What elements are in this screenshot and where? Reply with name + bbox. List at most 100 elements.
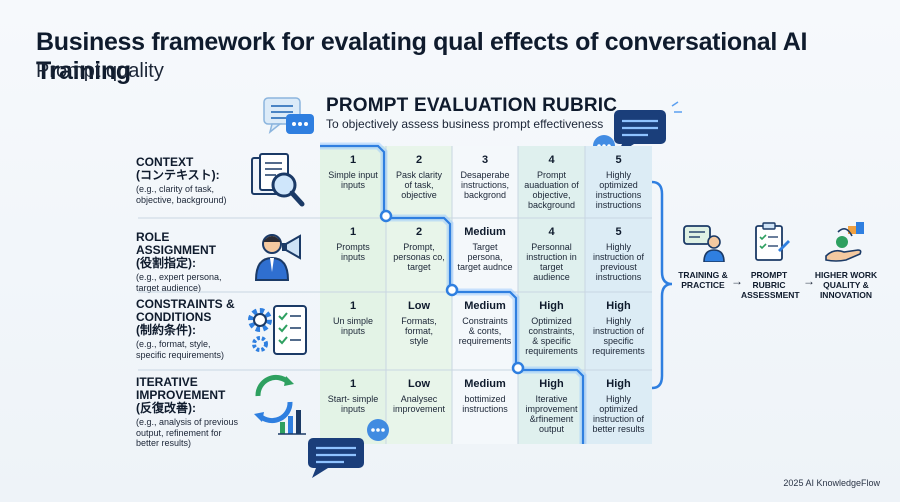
rubric-cell-description-line: instructions bbox=[595, 200, 642, 210]
rubric-cell-level: High bbox=[539, 300, 564, 312]
rubric-cell-description-line: Personnal bbox=[531, 242, 572, 252]
rubric-cell-description-line: Prompts bbox=[336, 242, 370, 252]
rubric-cell-description-line: Iterative bbox=[535, 394, 568, 404]
rubric-cell-level: 1 bbox=[349, 154, 357, 166]
rubric-cell-level: 5 bbox=[615, 226, 622, 238]
rubric-cell-description: Prompt,personas co,target bbox=[386, 242, 452, 272]
rubric-cell-description-line: better results bbox=[592, 424, 645, 434]
criterion-description-line: (e.g., clarity of task, bbox=[136, 184, 215, 194]
rubric-cell-level: 2 bbox=[415, 154, 423, 166]
grid-column-fill bbox=[386, 146, 452, 444]
rubric-cell-description-line: Highly bbox=[605, 242, 631, 252]
rubric-cell-description-line: Un simple bbox=[332, 316, 373, 326]
rubric-cell-description-line: &rfinement bbox=[529, 414, 574, 424]
criterion-description-line: specific requirements) bbox=[136, 349, 225, 360]
rubric-cell-description-line: output bbox=[538, 424, 565, 434]
rubric-cell-description-line: Constraints bbox=[462, 316, 508, 326]
rubric-cell-description-line: target audnce bbox=[457, 262, 513, 272]
hand-growth-icon bbox=[825, 222, 864, 262]
flow-step-label-line: PROMPT bbox=[750, 270, 788, 280]
criterion-title-line: CONSTRAINTS & bbox=[136, 297, 235, 311]
rubric-cell-description-line: requirements bbox=[592, 346, 645, 356]
rubric-cell-description-line: backgrond bbox=[463, 190, 507, 200]
rubric-grid-background bbox=[138, 146, 652, 444]
criterion-title-line: ROLE ASSIGNMENT bbox=[136, 230, 217, 257]
rubric-cell-level: High bbox=[539, 378, 564, 390]
criterion-title-line: (役割指定): bbox=[136, 256, 196, 270]
rubric-cell-description-line: instruction in bbox=[526, 252, 577, 262]
progress-node bbox=[445, 283, 459, 297]
rubric-cell-level: 1 bbox=[349, 300, 357, 312]
rubric-cell-description-line: Highly bbox=[605, 170, 631, 180]
rubric-cell-level: Low bbox=[408, 378, 430, 390]
flow-step-label-line: RUBRIC bbox=[752, 280, 786, 290]
progress-node bbox=[379, 209, 393, 223]
cycle-chart-icon bbox=[254, 374, 306, 435]
rubric-cell-description-line: requirements bbox=[525, 346, 578, 356]
rubric-cell-description-line: previoust bbox=[600, 262, 637, 272]
rubric-cell-description-line: Highly bbox=[605, 316, 631, 326]
trainer-icon bbox=[683, 225, 725, 262]
rubric-cell-description-line: objective, bbox=[532, 190, 571, 200]
rubric-cell-level: 1 bbox=[349, 226, 357, 238]
arrow-right-icon: → bbox=[731, 274, 743, 288]
criterion-description-line: objective, background) bbox=[136, 194, 227, 205]
criterion-title-line: CONDITIONS bbox=[136, 310, 212, 324]
arrow-right-icon: → bbox=[803, 274, 815, 288]
criterion-description: (e.g., clarity of task,objective, backgr… bbox=[136, 184, 248, 205]
rubric-cell-description-line: improvement bbox=[525, 404, 578, 414]
criterion-description-line: (e.g., analysis of previous bbox=[136, 417, 239, 427]
rubric-cell-description-line: instructions bbox=[462, 404, 508, 414]
rubric-title: PROMPT EVALUATION RUBRIC bbox=[326, 95, 618, 116]
criterion-title-line: (反復改善): bbox=[136, 401, 196, 415]
rubric-cell-description-line: optimized bbox=[599, 180, 638, 190]
rubric-cell-description-line: of task, bbox=[404, 180, 434, 190]
gear-checklist-icon bbox=[248, 305, 307, 355]
progress-node bbox=[511, 361, 525, 375]
rubric-cell-description-line: Highly bbox=[605, 394, 631, 404]
rubric-cell-level: 1 bbox=[349, 378, 357, 390]
criterion-description-line: output, refinement for bbox=[136, 427, 222, 438]
rubric-cell-description-line: Pask clarity bbox=[395, 170, 442, 180]
criterion-label: ROLE ASSIGNMENT(役割指定):(e.g., expert pers… bbox=[136, 231, 248, 293]
rubric-cell-description-line: Optimized bbox=[531, 316, 572, 326]
criterion-label: CONSTRAINTS &CONDITIONS(制約条件):(e.g., for… bbox=[136, 298, 248, 360]
criterion-title-line: CONTEXT bbox=[136, 155, 194, 169]
clipboard-icon bbox=[755, 222, 790, 261]
rubric-cell-description-line: instructions, bbox=[460, 180, 510, 190]
rubric-cell-description-line: instruction of bbox=[592, 326, 645, 336]
flow-step-label-line: INNOVATION bbox=[819, 290, 873, 300]
rubric-cell-description-line: & specific bbox=[532, 336, 571, 346]
flow-step-label-line: HIGHER WORK bbox=[814, 270, 878, 280]
rubric-cell-description-line: bottimized bbox=[464, 394, 506, 404]
criterion-description: (e.g., format, style,specific requiremen… bbox=[136, 339, 248, 360]
footer-credit: 2025 AI KnowledgeFlow bbox=[783, 478, 880, 488]
rubric-cell-description-line: Analysec bbox=[400, 394, 438, 404]
rubric-cell-description-line: audience bbox=[533, 272, 570, 282]
rubric-cell-description-line: Start- simple bbox=[327, 394, 379, 404]
person-megaphone-icon bbox=[254, 234, 301, 281]
